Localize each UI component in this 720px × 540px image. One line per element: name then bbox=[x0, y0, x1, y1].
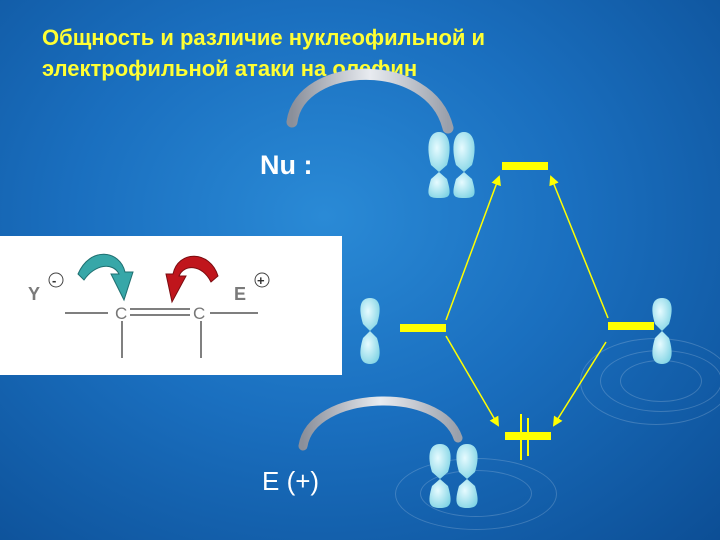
carbon-right: C bbox=[193, 304, 205, 323]
right-carbon-p-orbital bbox=[652, 298, 672, 364]
arrow-left-to-antibonding bbox=[445, 175, 501, 321]
electrophile-orbital-pair bbox=[429, 444, 478, 508]
nucleophile-symbol: Y bbox=[28, 284, 40, 304]
nucleophile-attack-arrow bbox=[77, 253, 134, 302]
arrow-right-to-antibonding bbox=[549, 175, 609, 319]
nucleophile-approach-arc bbox=[286, 69, 454, 134]
reaction-scheme: C C Y - E + bbox=[28, 253, 270, 358]
positive-charge-circle bbox=[254, 272, 270, 288]
nucleophile-label: Nu : bbox=[260, 150, 313, 180]
electrophile-label: E (+) bbox=[262, 466, 320, 496]
left-carbon-p-orbital bbox=[360, 298, 380, 364]
arrow-right-to-bonding bbox=[552, 341, 607, 427]
negative-charge-sign: - bbox=[52, 273, 56, 288]
carbon-left: C bbox=[115, 304, 127, 323]
electrophile-symbol: E bbox=[234, 284, 246, 304]
reaction-scheme-panel: C C Y - E + bbox=[0, 236, 342, 375]
positive-charge-sign: + bbox=[257, 273, 265, 288]
negative-charge-circle bbox=[48, 272, 64, 288]
arrow-left-to-bonding bbox=[445, 335, 500, 427]
electrophile-approach-arc bbox=[298, 396, 463, 451]
electrophile-attack-arrow bbox=[165, 255, 219, 304]
nucleophile-orbital-pair bbox=[428, 132, 475, 198]
